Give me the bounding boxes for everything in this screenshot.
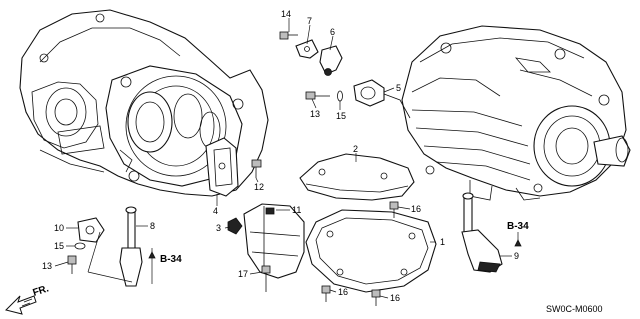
reference-b34-right-label: B-34: [507, 221, 529, 232]
part-7-bracket: [295, 39, 319, 59]
part-15-washer-upper: [337, 90, 343, 102]
diagram-code: SW0C-M0600: [546, 304, 603, 314]
part-13-bolt-lower: [67, 255, 77, 274]
part-1-lower-cover: [305, 209, 437, 293]
transmission-case: [401, 25, 631, 201]
callout-12: 12: [254, 182, 264, 192]
callout-17: 17: [238, 269, 248, 279]
part-2-shield: [299, 153, 415, 201]
callout-4: 4: [213, 206, 218, 216]
callout-16-lower-right: 16: [390, 293, 400, 303]
part-14-bolt: [279, 31, 298, 40]
leader-lines: [54, 18, 519, 299]
callout-2: 2: [353, 144, 358, 154]
reference-b34-left-label: B-34: [160, 254, 182, 265]
callout-6: 6: [330, 27, 335, 37]
part-3-clip: [227, 217, 243, 235]
callout-8: 8: [150, 221, 155, 231]
part-6-bracket: [319, 45, 343, 76]
callout-5: 5: [396, 83, 401, 93]
part-12-bolt: [251, 159, 262, 178]
callout-14: 14: [281, 9, 291, 19]
part-11-cover: [243, 203, 305, 279]
part-16-bolt-lower-left: [321, 285, 331, 302]
part-5-sensor: [353, 79, 411, 119]
callout-7: 7: [307, 16, 312, 26]
part-13-bolt-upper: [305, 91, 330, 100]
front-direction-label: FR.: [32, 283, 51, 299]
callout-labels: 14 7 6 5 13 15 2 12 4 11 16 3 1 8 10 15 …: [42, 9, 519, 303]
front-direction-indicator: FR.: [5, 283, 51, 315]
callout-13-lower: 13: [42, 261, 52, 271]
callout-3: 3: [216, 223, 221, 233]
callout-9: 9: [514, 251, 519, 261]
part-16-bolt-lower-right: [371, 289, 381, 306]
callout-15-lower: 15: [54, 241, 64, 251]
reference-b34-right: B-34: [507, 221, 529, 247]
callout-1: 1: [440, 237, 445, 247]
reference-b34-left: B-34: [148, 251, 182, 265]
callout-16-lower-left: 16: [338, 287, 348, 297]
callout-11: 11: [292, 205, 301, 215]
part-10-holder: [77, 217, 105, 243]
callout-10: 10: [54, 223, 64, 233]
part-17-bolt: [261, 265, 271, 292]
part-15-washer-lower: [74, 242, 86, 250]
part-4-bracket: [205, 137, 239, 197]
part-8-shift-shaft: [119, 206, 143, 287]
part-16-bolt-upper: [389, 201, 399, 218]
callout-16-upper: 16: [411, 204, 421, 214]
callout-15-upper: 15: [336, 111, 346, 121]
front-arrow-icon: [5, 295, 37, 315]
callout-13-upper: 13: [310, 109, 320, 119]
part-9-lever: [461, 192, 503, 273]
